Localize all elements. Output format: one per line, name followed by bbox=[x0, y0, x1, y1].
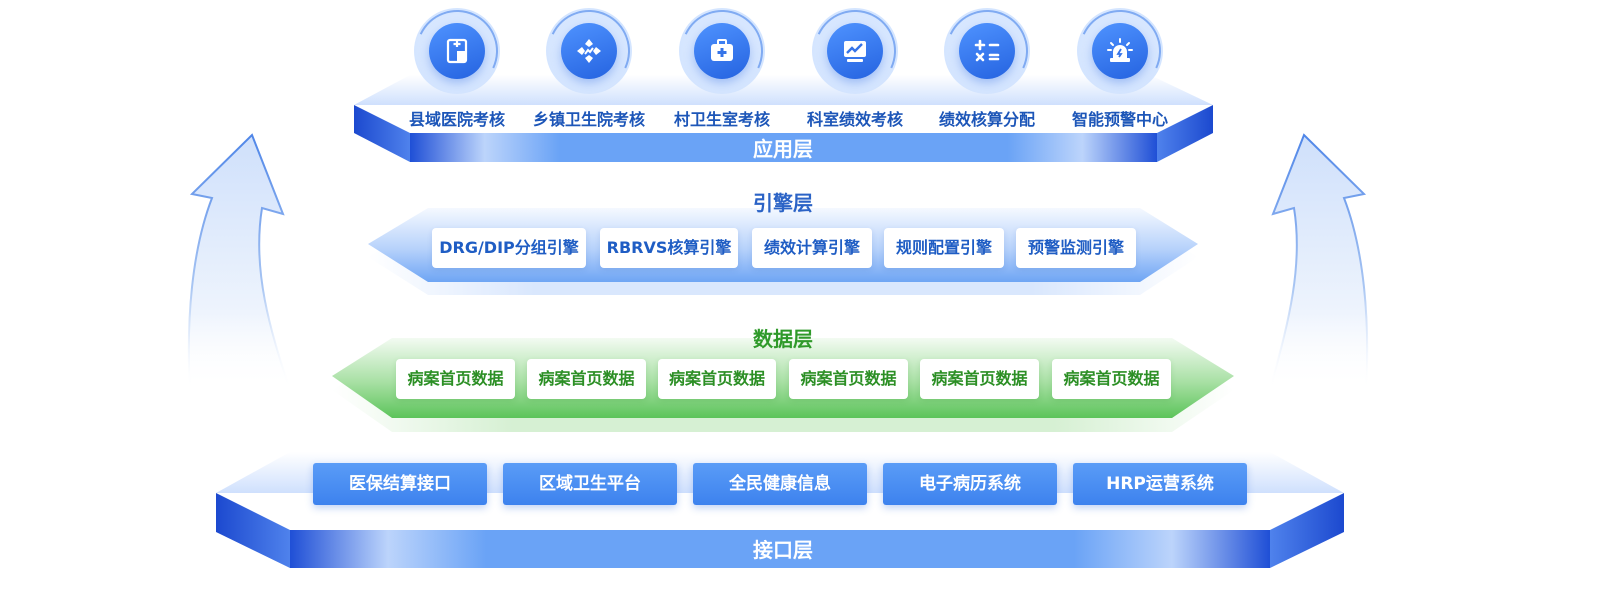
app-item-label: 智能预警中心 bbox=[1071, 110, 1168, 129]
engine-layer-title: 引擎层 bbox=[753, 191, 813, 215]
interface-layer-title: 接口层 bbox=[753, 538, 813, 562]
app-item-label: 乡镇卫生院考核 bbox=[532, 110, 645, 129]
app-item-label: 县域医院考核 bbox=[408, 110, 505, 129]
first-aid-kit-icon bbox=[711, 39, 733, 61]
hospital-plus-icon bbox=[446, 38, 468, 64]
right-upward-arrow bbox=[1268, 133, 1369, 391]
medical-cross-icon bbox=[577, 39, 601, 63]
left-upward-arrow bbox=[187, 133, 292, 391]
interface-button-national-health-info[interactable]: 全民健康信息 bbox=[693, 463, 867, 505]
alarm-light-icon bbox=[1107, 38, 1133, 62]
engine-chip-performance-calc[interactable]: 绩效计算引擎 bbox=[752, 228, 872, 268]
app-item-label: 绩效核算分配 bbox=[938, 110, 1035, 129]
data-chip[interactable]: 病案首页数据 bbox=[396, 359, 515, 399]
data-chip[interactable]: 病案首页数据 bbox=[920, 359, 1039, 399]
application-layer-title: 应用层 bbox=[753, 137, 813, 161]
engine-chip-alert-monitor[interactable]: 预警监测引擎 bbox=[1016, 228, 1136, 268]
data-chip[interactable]: 病案首页数据 bbox=[1052, 359, 1171, 399]
data-layer-title: 数据层 bbox=[753, 327, 813, 351]
data-chip[interactable]: 病案首页数据 bbox=[658, 359, 776, 399]
app-item-label: 科室绩效考核 bbox=[806, 110, 903, 129]
interface-button-hrp-system[interactable]: HRP运营系统 bbox=[1073, 463, 1247, 505]
interface-button-medical-insurance[interactable]: 医保结算接口 bbox=[313, 463, 487, 505]
data-chip[interactable]: 病案首页数据 bbox=[527, 359, 646, 399]
line-chart-icon bbox=[844, 41, 866, 62]
data-chip[interactable]: 病案首页数据 bbox=[789, 359, 908, 399]
engine-chip-drg-dip[interactable]: DRG/DIP分组引擎 bbox=[432, 228, 586, 268]
interface-button-regional-health[interactable]: 区域卫生平台 bbox=[503, 463, 677, 505]
engine-chip-rule-config[interactable]: 规则配置引擎 bbox=[884, 228, 1004, 268]
calculator-icon bbox=[974, 39, 1000, 62]
engine-chip-rbrvs[interactable]: RBRVS核算引擎 bbox=[600, 228, 738, 268]
interface-button-emr-system[interactable]: 电子病历系统 bbox=[883, 463, 1057, 505]
app-item-label: 村卫生室考核 bbox=[673, 110, 770, 129]
